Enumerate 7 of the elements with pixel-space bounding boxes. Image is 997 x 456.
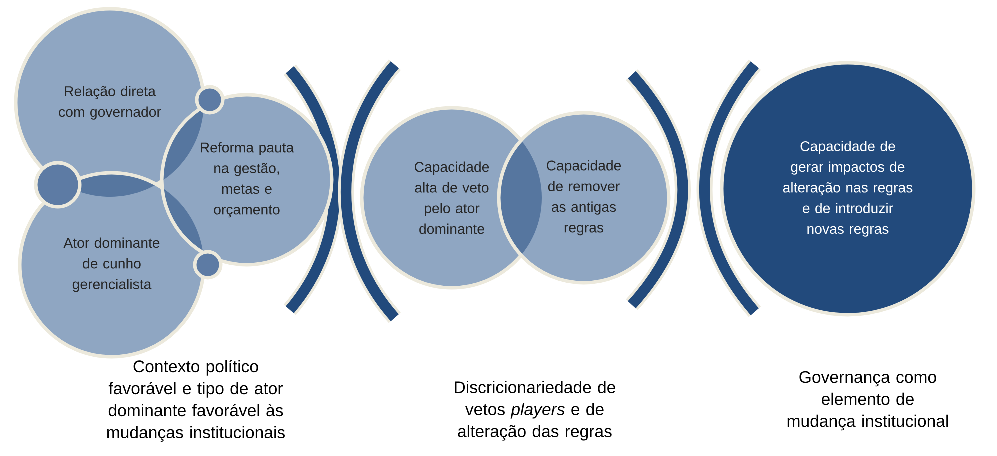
small-circle <box>195 85 225 115</box>
caption-text: Governança como elemento de mudança institucional <box>788 371 948 431</box>
caption-text: Contexto político favorável e tipo de ator dominante favorável às mudanças institucionais <box>107 360 285 442</box>
small-circle <box>193 250 223 280</box>
caption-text: Discricionariedade de vetos players e de alteração das regras <box>455 381 616 441</box>
node-label: Capacidade de remover as antigas regras <box>546 160 622 236</box>
small-circle <box>34 161 82 209</box>
